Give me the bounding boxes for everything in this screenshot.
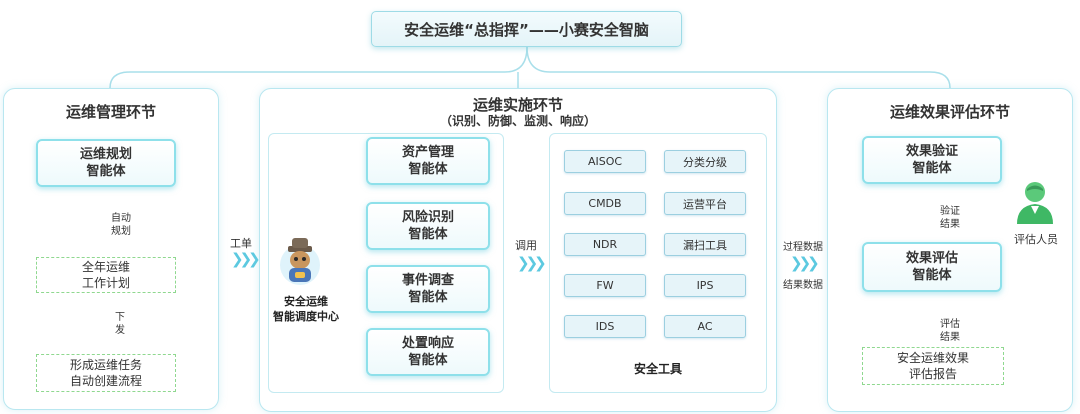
- dispatch-label: 下发: [115, 312, 125, 336]
- evaluation-report-box: 安全运维效果评估报告: [862, 347, 1004, 385]
- tool-vuln-scanner[interactable]: 漏扫工具: [664, 233, 746, 256]
- evaluation-result-label: 评估结果: [940, 319, 960, 343]
- tool-operations-platform[interactable]: 运营平台: [664, 192, 746, 215]
- incident-investigation-agent[interactable]: 事件调查智能体: [366, 265, 490, 313]
- evaluator-label: 评估人员: [1014, 233, 1058, 246]
- implementation-section-title: 运维实施环节: [472, 96, 563, 114]
- main-title: 安全运维“总指挥”——小赛安全智脑: [371, 11, 682, 47]
- management-section-title: 运维管理环节: [65, 103, 156, 121]
- planning-agent[interactable]: 运维规划 智能体: [36, 139, 176, 187]
- tools-panel-title: 安全工具: [633, 362, 682, 376]
- task-box: 形成运维任务自动创建流程: [36, 354, 176, 392]
- implementation-section-subtitle: （识别、防御、监测、响应）: [439, 114, 596, 128]
- work-order-label: 工单: [230, 237, 252, 250]
- evaluator-person-icon: [1014, 180, 1056, 224]
- dispatch-center-label: 安全运维智能调度中心: [273, 295, 339, 323]
- risk-identification-agent[interactable]: 风险识别智能体: [366, 202, 490, 250]
- work-order-arrow-icon: ❯❯❯: [231, 250, 261, 268]
- data-arrow-icon: ❯❯❯: [790, 254, 820, 272]
- planning-agent-line1: 运维规划: [79, 147, 132, 162]
- robot-avatar-icon: [279, 234, 321, 288]
- asset-management-agent[interactable]: 资产管理智能体: [366, 137, 490, 185]
- auto-plan-label: 自动规划: [111, 213, 131, 237]
- effect-verification-agent[interactable]: 效果验证智能体: [862, 136, 1002, 184]
- process-data-label: 过程数据: [783, 242, 823, 253]
- effect-evaluation-agent[interactable]: 效果评估智能体: [862, 242, 1002, 292]
- result-data-label: 结果数据: [783, 280, 823, 291]
- response-handling-agent[interactable]: 处置响应智能体: [366, 328, 490, 376]
- tool-ids[interactable]: IDS: [564, 315, 646, 338]
- tool-ndr[interactable]: NDR: [564, 233, 646, 256]
- tool-ips[interactable]: IPS: [664, 274, 746, 297]
- tool-ac[interactable]: AC: [664, 315, 746, 338]
- tools-panel: [549, 133, 767, 393]
- tool-fw[interactable]: FW: [564, 274, 646, 297]
- tool-aisoc[interactable]: AISOC: [564, 150, 646, 173]
- evaluation-section-title: 运维效果评估环节: [889, 103, 1010, 121]
- call-arrow-icon: ❯❯❯: [517, 254, 547, 272]
- tool-cmdb[interactable]: CMDB: [564, 192, 646, 215]
- planning-agent-line2: 智能体: [86, 164, 126, 179]
- annual-plan-box: 全年运维工作计划: [36, 257, 176, 293]
- tool-classification[interactable]: 分类分级: [664, 150, 746, 173]
- verify-result-label: 验证结果: [940, 206, 960, 230]
- call-label: 调用: [515, 239, 537, 252]
